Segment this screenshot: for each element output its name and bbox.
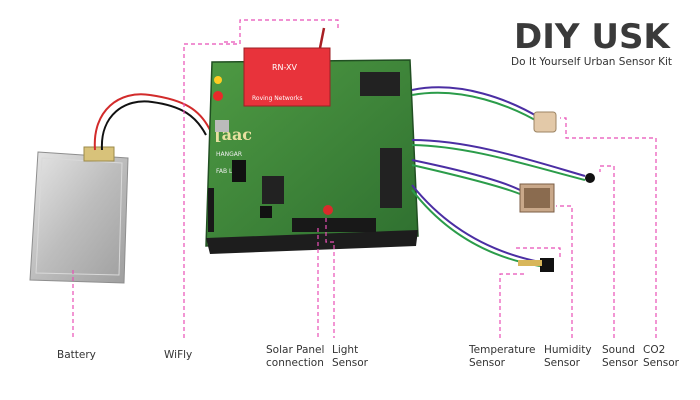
sensor-board: RN-XV Roving Networks [aac HANGAR FAB LA…	[206, 28, 418, 254]
label-co2-line1: CO2	[643, 344, 679, 357]
guide-temperature	[500, 274, 526, 338]
header-pins	[292, 218, 376, 232]
guide-sound	[600, 166, 614, 338]
label-sound-sensor: Sound Sensor	[602, 344, 638, 370]
voltage-regulator	[262, 176, 284, 204]
ic-chip	[360, 72, 400, 96]
battery-wires	[95, 94, 210, 150]
antenna	[320, 28, 324, 48]
label-temp-line2: Sensor	[469, 357, 536, 370]
label-sound-line2: Sensor	[602, 357, 638, 370]
label-co2-line2: Sensor	[643, 357, 679, 370]
label-solar-panel: Solar Panel connection	[266, 344, 324, 370]
label-battery-line1: Battery	[57, 349, 96, 361]
guide-humidity	[556, 206, 572, 338]
silk-label-1: HANGAR	[216, 151, 242, 158]
usb-connector	[215, 120, 229, 132]
battery-connector	[84, 147, 114, 161]
guide-co2	[560, 118, 656, 338]
battery	[30, 147, 128, 283]
module-maker-label: Roving Networks	[252, 95, 302, 102]
label-wifly: WiFly	[164, 349, 192, 362]
label-humidity-sensor: Humidity Sensor	[544, 344, 592, 370]
humidity-sensor	[520, 184, 554, 212]
wifly-module: RN-XV Roving Networks	[244, 28, 330, 106]
light-sensor	[323, 205, 333, 215]
led-red	[213, 91, 223, 101]
label-light-line2: Sensor	[332, 357, 368, 370]
sound-sensor	[585, 173, 595, 183]
microcontroller-chip	[380, 148, 402, 208]
temperature-sensor	[518, 258, 554, 272]
reset-button	[260, 206, 272, 218]
led-yellow	[214, 76, 222, 84]
label-hum-line1: Humidity	[544, 344, 592, 357]
label-solar-line2: connection	[266, 357, 324, 370]
label-sound-line1: Sound	[602, 344, 638, 357]
page-subtitle: Do It Yourself Urban Sensor Kit	[511, 56, 672, 68]
label-light-line1: Light	[332, 344, 368, 357]
sensor-wires	[412, 87, 585, 266]
label-co2-sensor: CO2 Sensor	[643, 344, 679, 370]
label-temperature-sensor: Temperature Sensor	[469, 344, 536, 370]
label-battery: Battery	[57, 349, 96, 362]
capacitor	[232, 160, 246, 182]
label-light-sensor: Light Sensor	[332, 344, 368, 370]
label-hum-line2: Sensor	[544, 357, 592, 370]
side-pins	[208, 188, 214, 232]
page-title: DIY USK	[514, 18, 670, 56]
label-solar-line1: Solar Panel	[266, 344, 324, 357]
co2-sensor	[534, 112, 556, 132]
module-label: RN-XV	[272, 63, 298, 72]
label-temp-line1: Temperature	[469, 344, 536, 357]
label-wifly-line1: WiFly	[164, 349, 192, 361]
